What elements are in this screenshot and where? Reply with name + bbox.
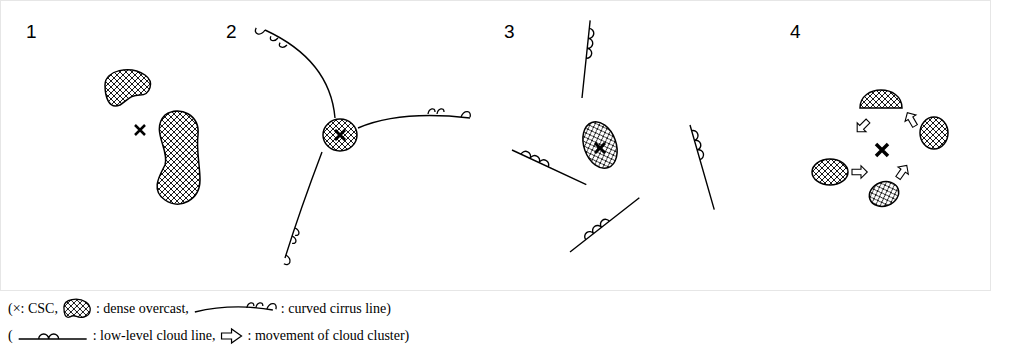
stage-1-pattern bbox=[105, 70, 200, 204]
csc-mark bbox=[595, 143, 605, 153]
stage-2-pattern bbox=[254, 27, 470, 266]
dense-overcast bbox=[323, 119, 357, 151]
csc-mark bbox=[135, 125, 145, 135]
movement-arrow bbox=[853, 117, 873, 137]
legend-text: : curved cirrus line) bbox=[281, 301, 391, 316]
stage-number: 1 bbox=[26, 22, 37, 43]
stage-number: 2 bbox=[226, 22, 237, 43]
dense-overcast bbox=[105, 70, 150, 106]
legend-text: (×: CSC, bbox=[8, 301, 58, 316]
cirrus-line bbox=[358, 116, 470, 128]
dense-overcast bbox=[157, 111, 200, 204]
csc-mark bbox=[335, 130, 345, 140]
low-cloud-line bbox=[690, 124, 719, 210]
movement-arrow bbox=[893, 162, 912, 182]
cloud-cluster bbox=[920, 117, 948, 149]
legend-cirrus-sample bbox=[195, 303, 277, 312]
legend-text: : dense overcast, bbox=[96, 301, 189, 316]
stage-3-pattern bbox=[512, 20, 719, 252]
low-cloud-line bbox=[512, 145, 588, 184]
csc-mark bbox=[876, 144, 888, 156]
legend-bracket: ( bbox=[8, 328, 13, 343]
stage-number: 3 bbox=[504, 22, 515, 43]
legend-overcast-sample bbox=[64, 299, 90, 317]
legend-arrow-sample bbox=[222, 329, 242, 343]
cloud-cluster bbox=[860, 90, 902, 108]
cloud-cluster bbox=[812, 159, 848, 185]
stage-number: 4 bbox=[790, 22, 801, 43]
cloud-cluster bbox=[866, 178, 902, 211]
cirrus-line bbox=[285, 152, 322, 258]
dense-overcast bbox=[577, 117, 623, 173]
legend-low-cloud-sample bbox=[19, 334, 87, 339]
stage-4-pattern bbox=[812, 90, 948, 210]
legend-text: : movement of cloud cluster) bbox=[248, 328, 410, 343]
movement-arrow bbox=[852, 166, 867, 179]
movement-arrow bbox=[902, 110, 921, 130]
legend-text: : low-level cloud line, bbox=[93, 328, 216, 343]
low-cloud-line bbox=[567, 194, 639, 252]
cirrus-line bbox=[265, 30, 335, 118]
low-cloud-line bbox=[582, 20, 595, 98]
panel-frame bbox=[1, 1, 991, 291]
